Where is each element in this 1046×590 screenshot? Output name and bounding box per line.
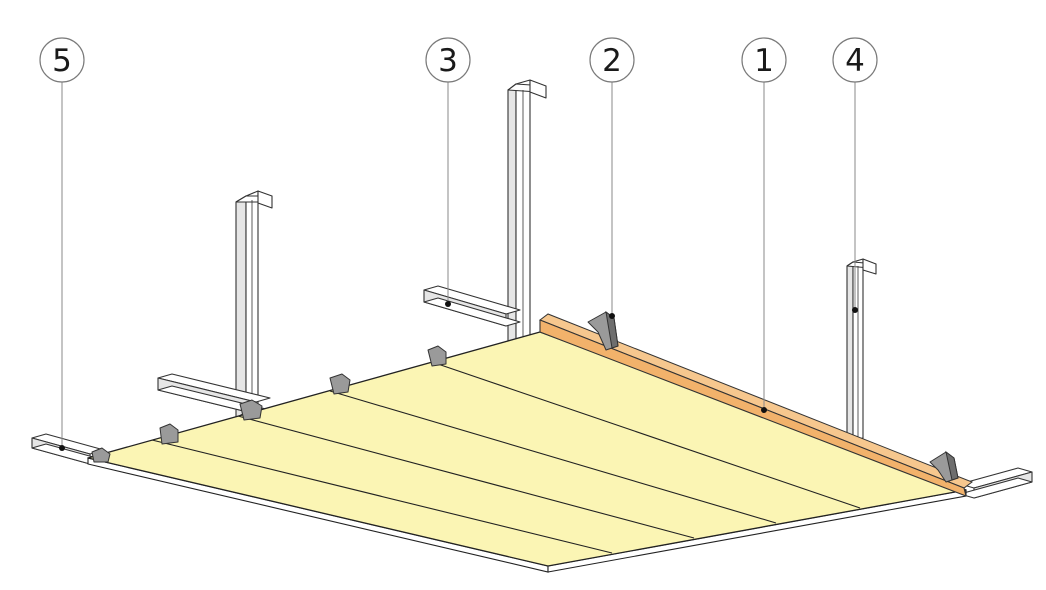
callout-5-label: 5 bbox=[52, 43, 72, 79]
callout-2: 2 bbox=[589, 37, 635, 83]
leader-dot-2 bbox=[609, 313, 615, 319]
bracket-clips-left bbox=[91, 345, 447, 463]
callout-4: 4 bbox=[832, 37, 878, 83]
leader-lines bbox=[61, 82, 856, 448]
perimeter-profile-left bbox=[31, 433, 105, 465]
main-channel-center bbox=[423, 285, 521, 327]
leader-dot-5 bbox=[59, 445, 65, 451]
hanger-center bbox=[507, 79, 547, 347]
board-joints bbox=[151, 361, 861, 554]
callout-3: 3 bbox=[425, 37, 471, 83]
hanger-right bbox=[846, 258, 877, 445]
leader-dot-4 bbox=[852, 307, 858, 313]
leader-dot-1 bbox=[761, 407, 767, 413]
leader-dot-3 bbox=[445, 301, 451, 307]
callout-5: 5 bbox=[39, 37, 85, 83]
callout-4-label: 4 bbox=[845, 43, 865, 79]
bracket-clip-right bbox=[929, 450, 959, 483]
timber-batten bbox=[538, 313, 974, 497]
callout-1: 1 bbox=[741, 37, 787, 83]
perimeter-profile-right bbox=[959, 467, 1033, 499]
hanger-left bbox=[235, 190, 273, 419]
callout-3-label: 3 bbox=[438, 43, 458, 79]
callout-1-label: 1 bbox=[754, 43, 774, 79]
callout-2-label: 2 bbox=[602, 43, 622, 79]
